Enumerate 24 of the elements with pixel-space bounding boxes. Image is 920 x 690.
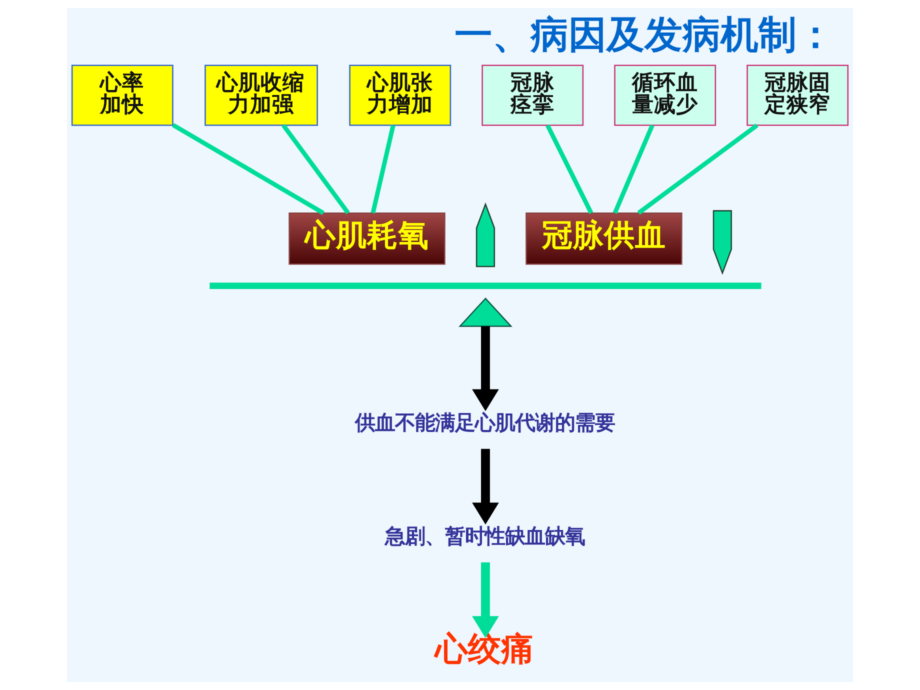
node-text: 急剧、暂时性缺血缺氧 bbox=[384, 524, 585, 548]
connector bbox=[546, 124, 594, 214]
node-text: 心绞痛 bbox=[435, 629, 534, 668]
node-triangle bbox=[458, 298, 512, 327]
arrow bbox=[472, 448, 499, 524]
connector bbox=[172, 123, 324, 215]
node-box: 冠脉供血 bbox=[526, 212, 682, 265]
arrow bbox=[472, 326, 499, 412]
node-text: 供血不能满足心肌代谢的需要 bbox=[354, 410, 615, 434]
connector bbox=[637, 124, 758, 215]
arrow bbox=[472, 562, 499, 638]
connector bbox=[282, 124, 350, 214]
node-box: 冠脉痉挛 bbox=[482, 64, 584, 126]
node-box: 心肌张力增加 bbox=[349, 64, 452, 126]
node-box: 心肌耗氧 bbox=[288, 212, 446, 265]
node-box: 循环血量减少 bbox=[614, 64, 716, 126]
connector bbox=[370, 124, 396, 214]
connector bbox=[612, 124, 654, 214]
diagram-title: 一、病因及发病机制： bbox=[454, 14, 834, 58]
node-arrow bbox=[712, 210, 732, 275]
node-box: 冠脉固定狭窄 bbox=[746, 64, 849, 126]
node-arrow bbox=[476, 202, 496, 268]
node-box: 心肌收缩力加强 bbox=[204, 64, 318, 126]
node-box: 心率加快 bbox=[71, 64, 174, 126]
